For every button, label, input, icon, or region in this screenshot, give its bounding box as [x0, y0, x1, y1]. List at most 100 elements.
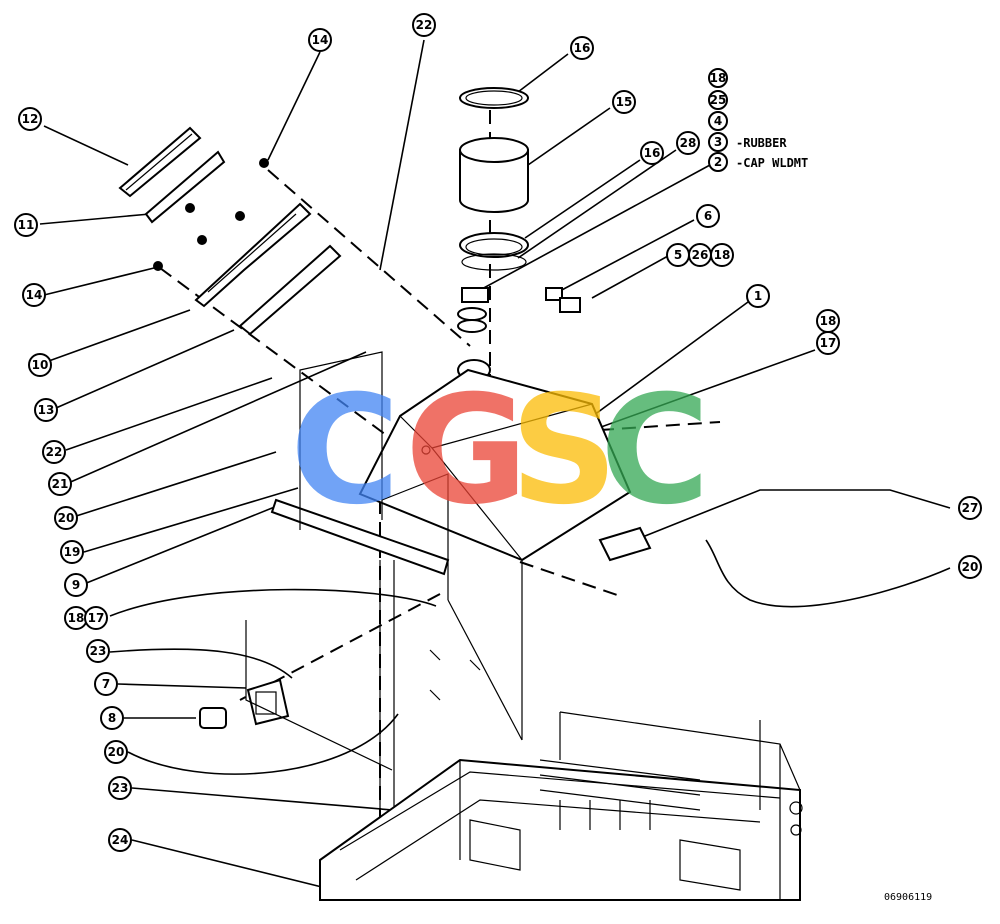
- callout-26: 26: [688, 243, 712, 267]
- svg-text:22: 22: [46, 445, 63, 459]
- ring-16-lower: [459, 232, 529, 271]
- housing-hood-1: [358, 368, 632, 740]
- svg-text:3: 3: [714, 135, 722, 149]
- svg-text:21: 21: [52, 477, 69, 491]
- document-id: 06906119: [884, 892, 932, 903]
- svg-text:28: 28: [680, 136, 697, 150]
- key-callout-3: 3: [708, 132, 728, 152]
- svg-text:16: 16: [644, 146, 661, 160]
- svg-text:18: 18: [710, 71, 727, 85]
- switch-6: [545, 287, 581, 313]
- callout-20-bottom: 20: [104, 740, 128, 764]
- watermark-letter-4: C: [600, 364, 710, 538]
- cover-plate-10: [194, 202, 312, 308]
- callout-6: 6: [696, 204, 720, 228]
- note-cap-weldment: -CAP WLDMT: [736, 156, 808, 170]
- svg-text:12: 12: [22, 112, 39, 126]
- callout-12: 12: [18, 107, 42, 131]
- callout-23: 23: [86, 639, 110, 663]
- watermark-letter-2: G: [405, 364, 528, 538]
- callout-19: 19: [60, 540, 84, 564]
- callout-23-bottom: 23: [108, 776, 132, 800]
- svg-text:17: 17: [820, 336, 837, 350]
- svg-text:18: 18: [714, 248, 731, 262]
- svg-text:25: 25: [710, 93, 727, 107]
- callout-18: 18: [710, 243, 734, 267]
- callout-22-lower: 22: [42, 440, 66, 464]
- callout-20: 20: [54, 506, 78, 530]
- callout-1: 1: [746, 284, 770, 308]
- svg-text:23: 23: [90, 644, 107, 658]
- base-frame-24: [319, 711, 803, 901]
- svg-text:17: 17: [88, 611, 105, 625]
- callout-24: 24: [108, 828, 132, 852]
- callout-18-right: 18: [816, 309, 840, 333]
- ring-16-top: [459, 87, 529, 109]
- key-callout-4: 4: [708, 111, 728, 131]
- svg-text:6: 6: [704, 209, 712, 223]
- watermark-letter-1: C: [290, 364, 400, 538]
- callout-22: 22: [412, 13, 436, 37]
- callout-15: 15: [612, 90, 636, 114]
- svg-text:18: 18: [820, 314, 837, 328]
- callout-16: 16: [570, 36, 594, 60]
- svg-text:26: 26: [692, 248, 709, 262]
- bracket-27: [598, 526, 652, 562]
- svg-text:16: 16: [574, 41, 591, 55]
- svg-text:5: 5: [674, 248, 682, 262]
- strip-9: [270, 498, 450, 576]
- watermark-letter-3: S: [510, 364, 618, 538]
- svg-text:18: 18: [68, 611, 85, 625]
- callout-14-lower: 14: [22, 283, 46, 307]
- callout-21: 21: [48, 472, 72, 496]
- svg-text:22: 22: [416, 18, 433, 32]
- gasket-12: [118, 126, 202, 198]
- svg-text:1: 1: [754, 289, 762, 303]
- svg-text:13: 13: [38, 403, 55, 417]
- note-rubber: -RUBBER: [736, 136, 787, 150]
- callout-28: 28: [676, 131, 700, 155]
- key-callout-2: 2: [708, 152, 728, 172]
- svg-text:7: 7: [102, 677, 110, 691]
- gasket-11: [144, 150, 226, 224]
- svg-text:27: 27: [962, 501, 979, 515]
- svg-text:20: 20: [58, 511, 75, 525]
- svg-text:15: 15: [616, 95, 633, 109]
- plate-8: [199, 707, 227, 729]
- svg-text:24: 24: [112, 833, 129, 847]
- callout-17: 17: [816, 331, 840, 355]
- screws: [153, 158, 269, 271]
- callout-7: 7: [94, 672, 118, 696]
- svg-text:14: 14: [312, 33, 329, 47]
- callout-11: 11: [14, 213, 38, 237]
- cylinder-15: [459, 137, 529, 213]
- callout-27: 27: [958, 496, 982, 520]
- svg-text:10: 10: [32, 358, 49, 372]
- svg-text:11: 11: [18, 218, 35, 232]
- callout-20-right: 20: [958, 555, 982, 579]
- svg-text:23: 23: [112, 781, 129, 795]
- callout-8: 8: [100, 706, 124, 730]
- svg-text:20: 20: [108, 745, 125, 759]
- key-callout-18: 18: [708, 68, 728, 88]
- callout-17-left: 17: [84, 606, 108, 630]
- callout-13: 13: [34, 398, 58, 422]
- gasket-13: [238, 244, 342, 336]
- svg-text:4: 4: [714, 114, 722, 128]
- svg-text:9: 9: [72, 578, 80, 592]
- callout-9: 9: [64, 573, 88, 597]
- panel-21: [299, 351, 449, 600]
- watermark: C G S C: [290, 364, 710, 538]
- callout-14: 14: [308, 28, 332, 52]
- callout-5: 5: [666, 243, 690, 267]
- svg-text:2: 2: [714, 155, 722, 169]
- svg-text:19: 19: [64, 545, 81, 559]
- callout-10: 10: [28, 353, 52, 377]
- callout-18-left: 18: [64, 606, 88, 630]
- svg-text:8: 8: [108, 711, 116, 725]
- svg-text:20: 20: [962, 560, 979, 574]
- callouts: 14 22 16 15 12 11 16 28 14 10 6 5 26 18 …: [14, 13, 982, 852]
- callout-16-lower: 16: [640, 141, 664, 165]
